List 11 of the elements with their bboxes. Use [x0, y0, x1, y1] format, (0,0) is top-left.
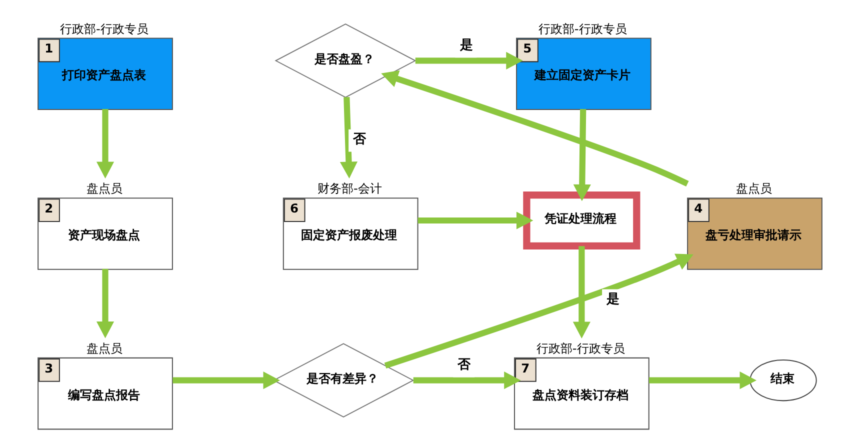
node-label: 行政部-行政专员 — [59, 22, 148, 36]
node-label: 行政部-行政专员 — [536, 341, 624, 356]
edge-label: 否 — [352, 132, 366, 148]
edge-label: 是 — [459, 38, 472, 53]
node-label: 盘点员 — [86, 341, 122, 356]
node-label: 财务部-会计 — [317, 182, 382, 196]
node-label: 行政部-行政专员 — [538, 22, 626, 36]
node-label: 盘点员 — [86, 182, 122, 196]
node-label: 盘点员 — [735, 182, 772, 196]
edge-label: 否 — [457, 358, 470, 373]
edge-label: 是 — [606, 292, 620, 307]
